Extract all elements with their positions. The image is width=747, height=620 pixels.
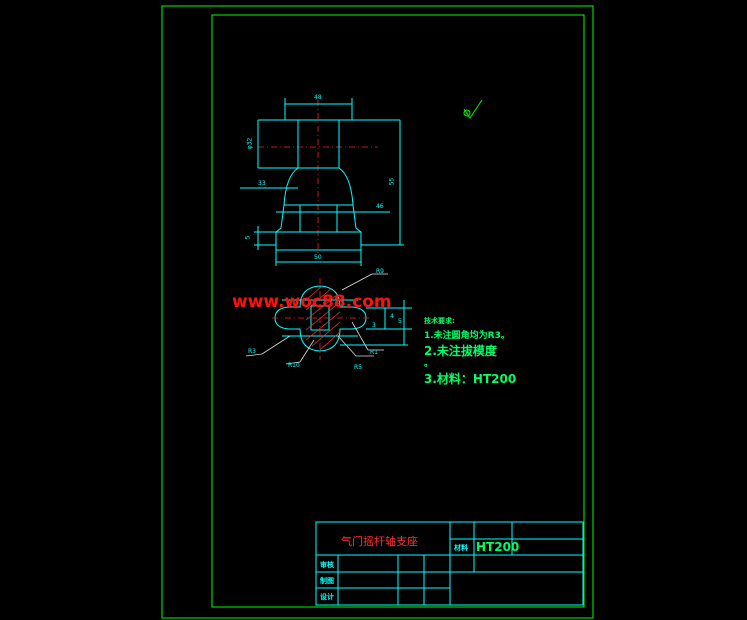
tech-note-3: 3.材料：HT200 <box>424 372 517 386</box>
label-side-c: 5 <box>398 318 402 325</box>
label-radius-r5: R5 <box>354 364 362 371</box>
tech-note-2: 2.未注拔模度 <box>424 344 497 358</box>
dim-right-dia: 46 <box>376 203 384 210</box>
watermark: www.woc88.com <box>232 292 392 312</box>
dim-base-width: 50 <box>314 254 322 261</box>
tech-notes-heading: 技术要求: <box>424 317 455 325</box>
dim-left-dia: φ32 <box>246 137 254 150</box>
section-hatching <box>305 285 341 351</box>
row-checker-label: 设计 <box>320 593 334 601</box>
label-side-a: 3 <box>372 322 376 329</box>
label-radius-top: R9 <box>376 268 384 275</box>
label-radius-r1: R1 <box>370 349 378 356</box>
row-approver-label: 审核 <box>320 561 334 569</box>
part-name: 气门摇杆轴支座 <box>341 535 418 548</box>
roughness-symbol-icon <box>463 99 483 119</box>
title-block <box>315 521 584 606</box>
dim-total-height: 55 <box>388 177 396 186</box>
label-side-b: 4 <box>390 313 394 320</box>
dim-base-height: 5 <box>244 235 252 240</box>
outer-frame <box>161 5 594 619</box>
label-radius-r3: R3 <box>248 348 256 355</box>
tech-note-2b: 。 <box>424 359 434 369</box>
label-radius-r10: R10 <box>288 362 300 369</box>
material-label: 材料 <box>454 544 468 552</box>
front-view <box>240 98 404 266</box>
tech-note-1: 1.未注圆角均为R3。 <box>424 331 510 341</box>
top-view <box>245 273 412 365</box>
inner-frame <box>211 14 585 608</box>
row-designer-label: 制图 <box>320 577 334 585</box>
dim-top-width: 48 <box>314 94 322 101</box>
material-value: HT200 <box>476 540 520 554</box>
dim-neck-width: 33 <box>258 180 266 187</box>
